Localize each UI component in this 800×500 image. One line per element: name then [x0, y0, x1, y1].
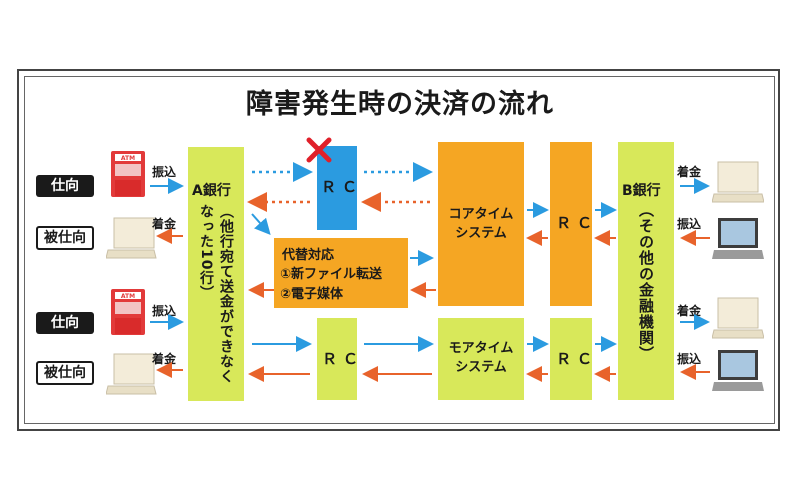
- atm-sign-text: ATM: [121, 155, 135, 162]
- arrival-label-right-top: 着金: [677, 165, 702, 179]
- rc-label-failed: ＲＣ: [321, 178, 364, 196]
- send-tag-bottom: 仕向: [36, 312, 94, 334]
- laptop-icon-left-bottom: [106, 353, 157, 395]
- receive-tag-bottom: 被仕向: [36, 361, 94, 385]
- rc-box-more-right: [550, 318, 592, 400]
- more-time-system-line2: システム: [455, 360, 507, 375]
- failure-x-icon: [306, 137, 332, 163]
- receive-tag-top: 被仕向: [36, 226, 94, 250]
- alternative-response-item1: ①新ファイル転送: [280, 267, 383, 282]
- transfer-label-right-bottom: 振込: [677, 352, 702, 366]
- rc-label-core: ＲＣ: [556, 214, 599, 232]
- rc-label-more-right: ＲＣ: [556, 350, 599, 368]
- bank-a-note: （他行宛て送金ができなくなった10行）: [198, 204, 234, 384]
- send-tag-top: 仕向: [36, 175, 94, 197]
- laptop-icon-right-2: [712, 218, 764, 259]
- alternative-response-title: 代替対応: [282, 248, 335, 263]
- bank-b-box: [618, 142, 674, 400]
- rc-box-failed: [317, 146, 357, 230]
- bank-a-name: A銀行: [192, 183, 231, 199]
- atm-sign-text: ATM: [121, 293, 135, 300]
- atm-icon-bottom: ATM: [111, 289, 145, 335]
- bank-b-note: （その他の金融機関）: [637, 202, 655, 362]
- diagram-title: 障害発生時の決済の流れ: [246, 89, 554, 120]
- rc-label-more-left: ＲＣ: [322, 350, 365, 368]
- bank-b-name: B銀行: [622, 183, 661, 199]
- bank-a-box: [188, 147, 244, 401]
- laptop-icon-left-top: [106, 217, 157, 259]
- more-time-system-line1: モアタイム: [448, 341, 514, 356]
- more-time-system-box: [438, 318, 524, 400]
- core-time-system-line1: コアタイム: [448, 207, 514, 222]
- core-time-system-box: [438, 142, 524, 306]
- atm-icon-top: ATM: [111, 151, 145, 197]
- laptop-icon-right-1: [712, 161, 764, 203]
- alternative-response-item2: ②電子媒体: [280, 287, 344, 302]
- laptop-icon-right-4: [712, 350, 764, 391]
- transfer-label-right-top: 振込: [677, 217, 702, 231]
- arrow-a-to-alternative: [251, 213, 271, 235]
- transfer-label-left-top: 振込: [152, 165, 177, 179]
- arrival-label-left-top: 着金: [152, 217, 177, 231]
- core-time-system-line2: システム: [455, 226, 507, 241]
- rc-box-more-left: [317, 318, 357, 400]
- diagram-inner-frame: [24, 76, 775, 424]
- rc-box-core: [550, 142, 592, 306]
- alternative-response-box: [274, 238, 408, 308]
- laptop-icon-right-3: [712, 297, 764, 339]
